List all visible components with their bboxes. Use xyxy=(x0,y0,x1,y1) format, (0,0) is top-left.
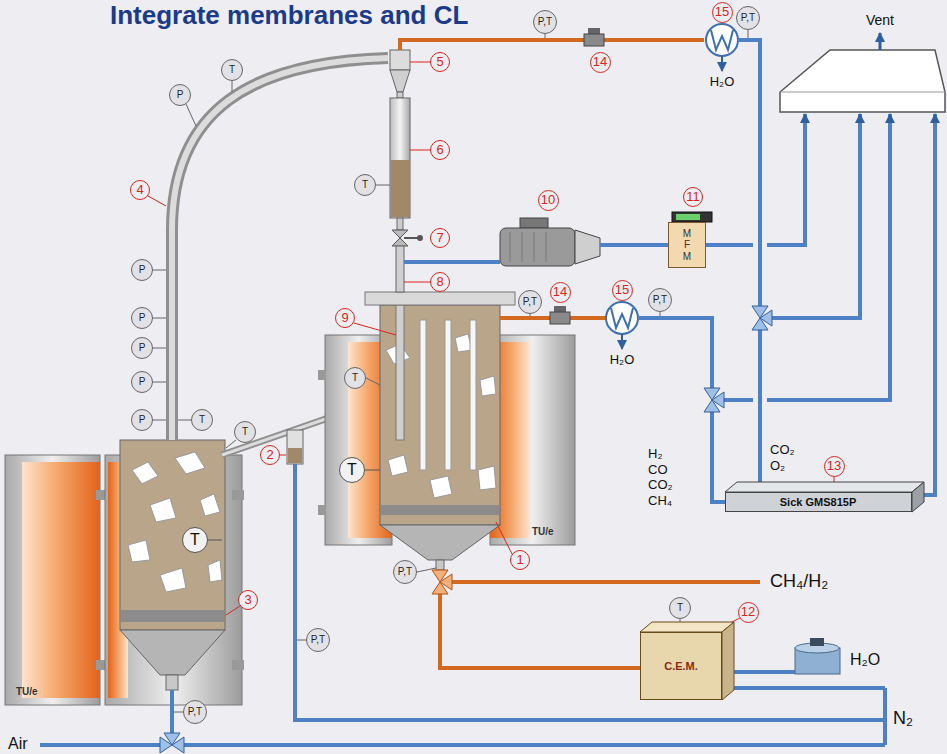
node-text: 1 xyxy=(516,553,523,568)
node-text: P xyxy=(177,89,184,101)
node-text: 10 xyxy=(541,193,555,208)
node-text: P xyxy=(139,312,146,324)
feed-label: CH₄/H₂ xyxy=(770,571,828,593)
node-text: 4 xyxy=(136,183,143,198)
node-text: P xyxy=(139,264,146,276)
callout-number: 11 xyxy=(683,187,703,207)
gauge-symbol: P,T xyxy=(533,10,557,34)
thermocouple-symbol: T xyxy=(339,457,365,483)
node-text: 9 xyxy=(341,311,348,326)
node-text: T xyxy=(677,602,683,614)
node-text: 13 xyxy=(827,459,841,474)
equipment-box: Sick GMS815P xyxy=(725,492,912,512)
callout-number: 14 xyxy=(550,282,571,303)
equipment-box: C.E.M. xyxy=(640,632,722,700)
gauge-symbol: P xyxy=(169,84,191,106)
node-text: Sick GMS815P xyxy=(780,496,856,509)
node-text: 3 xyxy=(244,593,251,608)
gauge-symbol: T xyxy=(354,174,376,196)
node-text: P,T xyxy=(653,294,667,306)
node-text: P,T xyxy=(188,706,202,718)
callout-number: 15 xyxy=(712,2,733,23)
gauge-symbol: P xyxy=(131,371,153,393)
node-text: P,T xyxy=(523,296,537,308)
thermocouple-symbol: T xyxy=(182,527,208,553)
callout-number: 13 xyxy=(824,456,845,477)
feed-label: Air xyxy=(8,734,28,753)
gas-list: H₂ CO CO₂ CH₄ xyxy=(648,446,673,508)
callout-number: 15 xyxy=(612,280,633,301)
node-text: P,T xyxy=(538,16,552,28)
gauge-symbol: P,T xyxy=(306,628,330,652)
water-label: H₂O xyxy=(850,650,880,669)
gauge-symbol: P,T xyxy=(736,6,760,30)
callout-number: 6 xyxy=(430,140,450,160)
gauge-symbol: T xyxy=(191,409,213,431)
callout-number: 8 xyxy=(430,272,450,292)
node-text: 2 xyxy=(266,448,273,463)
callout-number: 7 xyxy=(430,228,450,248)
gauge-symbol: P xyxy=(131,307,153,329)
gauge-symbol: P,T xyxy=(393,560,417,584)
node-text: 12 xyxy=(741,605,755,620)
gauge-symbol: T xyxy=(234,421,256,443)
water-label: H₂O xyxy=(610,352,635,368)
node-text: P,T xyxy=(398,566,412,578)
node-text: P,T xyxy=(311,634,325,646)
callout-number: 1 xyxy=(510,550,530,570)
node-text: T xyxy=(362,179,368,191)
node-text: P,T xyxy=(741,12,755,24)
node-text: 15 xyxy=(715,5,729,20)
gauge-symbol: P,T xyxy=(183,700,207,724)
node-text: T xyxy=(199,414,205,426)
callout-number: 3 xyxy=(238,590,258,610)
node-text: 14 xyxy=(593,55,607,70)
logo-text: TU/e xyxy=(16,686,38,698)
node-text: 6 xyxy=(436,143,443,158)
gauge-symbol: T xyxy=(669,597,691,619)
node-text: T xyxy=(229,64,235,76)
callout-number: 12 xyxy=(738,602,759,623)
callout-number: 2 xyxy=(260,445,280,465)
node-text: 11 xyxy=(686,190,700,205)
gauge-symbol: T xyxy=(221,59,243,81)
callout-number: 14 xyxy=(590,52,611,73)
gauge-symbol: P xyxy=(131,409,153,431)
node-text: 5 xyxy=(436,55,443,70)
node-text: 7 xyxy=(436,231,443,246)
gas-list: CO₂ O₂ xyxy=(770,442,795,473)
node-text: P xyxy=(139,414,146,426)
logo-text: TU/e xyxy=(532,526,554,538)
callout-number: 9 xyxy=(335,308,355,328)
callout-number: 10 xyxy=(538,190,559,211)
node-text: 15 xyxy=(615,283,629,298)
gauge-symbol: P xyxy=(131,259,153,281)
callout-number: 5 xyxy=(430,52,450,72)
gauge-symbol: T xyxy=(344,367,366,389)
node-text: P xyxy=(139,342,146,354)
diagram-title: Integrate membranes and CL xyxy=(110,0,468,30)
water-label: H₂O xyxy=(710,74,735,90)
node-text: T xyxy=(242,426,248,438)
node-text: M F M xyxy=(683,228,691,263)
node-text: T xyxy=(352,372,358,384)
equipment-box: M F M xyxy=(668,222,706,268)
node-text: 14 xyxy=(553,285,567,300)
feed-label: N₂ xyxy=(893,708,913,730)
node-text: C.E.M. xyxy=(664,660,698,673)
gauge-symbol: P xyxy=(131,337,153,359)
node-text: T xyxy=(190,531,200,549)
callout-number: 4 xyxy=(130,180,150,200)
vent-label: Vent xyxy=(866,12,894,29)
node-text: T xyxy=(347,461,357,479)
gauge-symbol: P,T xyxy=(648,288,672,312)
node-text: 8 xyxy=(436,275,443,290)
node-text: P xyxy=(139,376,146,388)
gauge-symbol: P,T xyxy=(518,290,542,314)
